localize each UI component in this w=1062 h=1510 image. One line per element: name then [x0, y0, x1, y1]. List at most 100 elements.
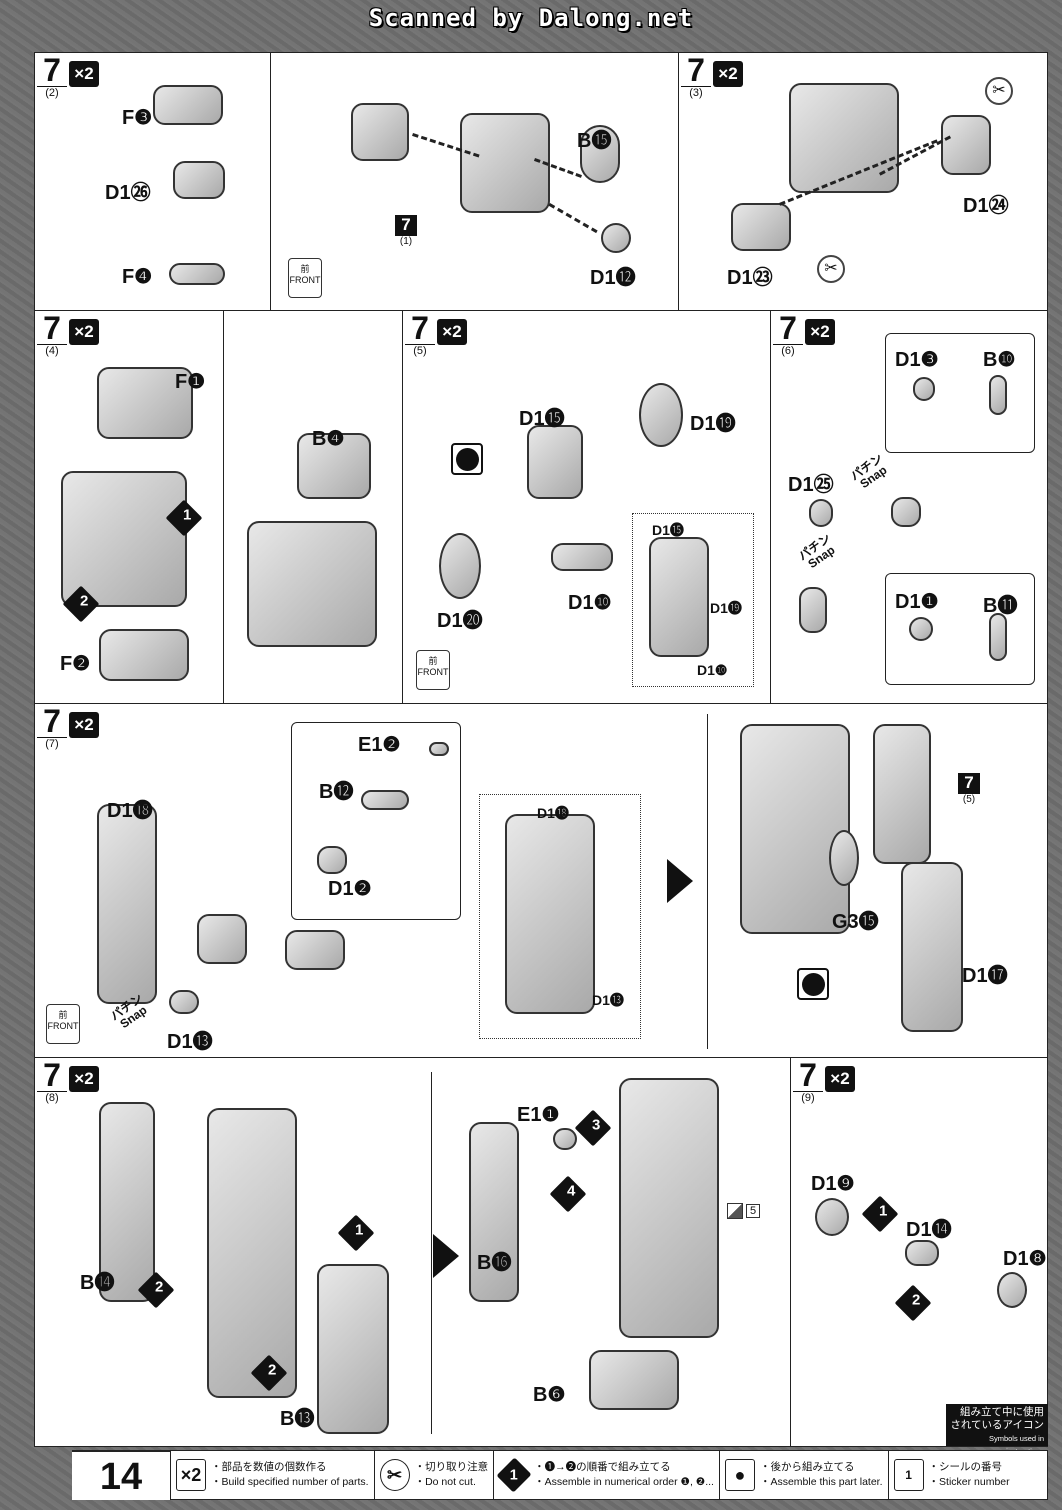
part-label: F❸: [122, 107, 153, 129]
part-label: G3⓯: [832, 911, 879, 933]
part-label: D1⓮: [906, 1219, 952, 1241]
assemble-later-icon: [797, 968, 829, 1000]
part-leg-assembly: [207, 1108, 297, 1398]
sticker-icon: 1: [893, 1459, 924, 1491]
part-label: D1❽: [1003, 1248, 1047, 1270]
step-reference: 7(5): [958, 773, 980, 805]
part-label: D1⓬: [590, 267, 636, 289]
part-f2: [99, 629, 189, 681]
part-d1-10: [551, 543, 613, 571]
part-label: B❹: [312, 428, 345, 450]
part-f3: [153, 85, 223, 125]
part-label: D1❸: [895, 349, 939, 371]
part-d1-23: [731, 203, 791, 251]
panel-step-7-7: 7(7)×2: [34, 703, 1048, 1058]
part-d1-3: [913, 377, 935, 401]
scan-header: Scanned by Dalong.net: [368, 4, 694, 32]
part-d1-24: [941, 115, 991, 175]
part-label: F❹: [122, 266, 153, 288]
part-b4: [297, 433, 371, 499]
part-d1-15: [527, 425, 583, 499]
divider: [431, 1072, 432, 1434]
part-f1: [97, 367, 193, 439]
part-b11-placed: [799, 587, 827, 633]
part-label: F❷: [60, 653, 91, 675]
legend-multiply: ×2・部品を数値の個数作る・Build specified number of …: [171, 1451, 375, 1499]
inset-assembly: [649, 537, 709, 657]
part-b10-placed: [891, 497, 921, 527]
part-label: D1❿: [568, 592, 612, 614]
assemble-later-icon: ●: [724, 1459, 755, 1491]
part-label: D1⓲: [107, 800, 153, 822]
step-order-icon: 1: [496, 1457, 532, 1493]
part-f4: [169, 263, 225, 285]
panel-step-7-4: 7(4)×2: [34, 310, 403, 705]
divider: [707, 714, 708, 1049]
page-number: 14: [72, 1450, 170, 1500]
inset-label: D1⓭: [592, 992, 624, 1008]
next-arrow-icon: [433, 1234, 459, 1278]
divider: [270, 53, 271, 312]
part-b16: [469, 1122, 519, 1302]
part-label: D1❷: [328, 878, 372, 900]
panel-step-7-5: 7(5)×2: [402, 310, 771, 704]
part-d1-25: [809, 499, 833, 527]
part-b13: [317, 1264, 389, 1434]
step-badge: 7(3)×2: [681, 54, 747, 99]
multiply-icon: ×2: [176, 1459, 206, 1491]
part-label: B⓫: [983, 595, 1018, 617]
part-label: B⓭: [280, 1408, 315, 1430]
sticker-number: 5: [727, 1203, 761, 1219]
next-arrow-icon: [667, 859, 693, 903]
part-label: E1❶: [517, 1104, 560, 1126]
part-label: B❿: [983, 349, 1016, 371]
step-badge: 7(7)×2: [37, 705, 103, 750]
part-label: D1⓱: [962, 965, 1008, 987]
part-label: D1㉖: [105, 182, 151, 204]
step-badge: 7(5)×2: [405, 312, 471, 357]
part-label: F❶: [175, 371, 206, 393]
part-claw-assembled: [285, 930, 345, 970]
part-b11: [989, 613, 1007, 661]
part-g3-15: [829, 830, 859, 886]
step-badge: 7(9)×2: [793, 1059, 859, 1104]
part-d1-1: [909, 617, 933, 641]
part-label: D1❾: [811, 1173, 855, 1195]
part-d1-14: [905, 1240, 939, 1266]
panel-step-7-3: 7(3)×2 ✂ ✂: [678, 52, 1048, 311]
part-label: D1⓯: [519, 408, 565, 430]
sticker-icon: [727, 1203, 743, 1219]
part-arm-assembly: [740, 724, 850, 934]
panel-step-7-8: 7(8)×2: [34, 1057, 791, 1447]
part-leg-frame: [61, 471, 187, 607]
step-badge: 7(2)×2: [37, 54, 103, 99]
divider: [223, 311, 224, 705]
assembly-arrow: [548, 203, 598, 234]
part-leg-assembly: [247, 521, 377, 647]
step-badge: 7(6)×2: [773, 312, 839, 357]
part-label: D1❶: [895, 591, 939, 613]
part-d1-19: [639, 383, 683, 447]
part-d1-2: [317, 846, 347, 874]
part-b10: [989, 375, 1007, 415]
assemble-later-icon: [451, 443, 483, 475]
step-badge: 7(4)×2: [37, 312, 103, 357]
part-e1-2: [429, 742, 449, 756]
do-not-cut-icon: ✂: [985, 77, 1013, 105]
part-d1-13: [169, 990, 199, 1014]
legend-sticker: 1・シールの番号・Sticker number: [889, 1451, 1015, 1499]
part-leg-assembly-2: [619, 1078, 719, 1338]
detail-inset-top: [885, 333, 1035, 453]
inset-label: D1⓯: [652, 522, 684, 538]
part-label: D1㉕: [788, 474, 834, 496]
part-label: B⓬: [319, 781, 354, 803]
part-claw: [197, 914, 247, 964]
part-label: D1⓳: [690, 413, 736, 435]
part-label: E1❷: [358, 734, 401, 756]
part-b6: [589, 1350, 679, 1410]
part-label: D1⓴: [437, 610, 483, 632]
legend-do-not-cut: ✂・切り取り注意・Do not cut.: [375, 1451, 495, 1499]
part-label: D1⓭: [167, 1031, 213, 1053]
step-reference: 7(1): [395, 215, 417, 247]
